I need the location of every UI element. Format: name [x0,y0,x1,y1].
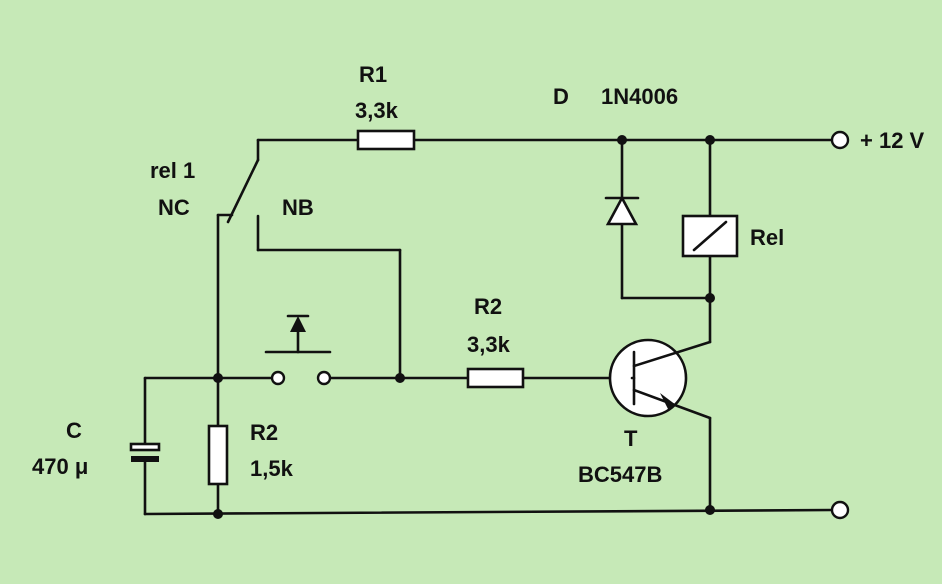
transistor-emitter-arrow [660,393,676,411]
junction-diode-top [617,135,627,145]
transistor-t [608,338,712,420]
junction-relay-bottom [705,293,715,303]
relay-coil [681,214,739,258]
label-diode-part: 1N4006 [601,84,678,109]
capacitor-plate-bottom [131,456,159,462]
diode-d [604,195,640,226]
label-relay-contact-name: rel 1 [150,158,195,183]
label-r2-base-name: R2 [474,294,502,319]
terminal-plus-12v [830,130,850,150]
relay-coil-box [681,214,739,258]
label-relay-contact-nc: NC [158,195,190,220]
junctions [213,135,715,519]
label-cap-name: C [66,418,82,443]
terminals [270,130,850,520]
diode-triangle [605,195,639,226]
capacitor-c [129,442,161,462]
pushbutton [264,314,332,354]
pushbutton-arrow [290,316,306,332]
junction-emitter-bottom [705,505,715,515]
relay-contact-lever [226,158,260,224]
resistor-r2-low [207,424,229,486]
label-r2-base-value: 3,3k [467,332,511,357]
capacitor-plate-top [129,442,161,452]
relay-coil-slash [692,220,728,252]
transistor-circle [608,338,688,418]
label-supply: + 12 V [860,128,925,153]
label-r1-name: R1 [359,62,387,87]
pushbutton-contact-left [270,370,286,386]
label-r2-low-name: R2 [250,420,278,445]
label-relay-contact-nb: NB [282,195,314,220]
resistor-r2-base [466,367,525,389]
transistor-collector [632,340,712,368]
wire-bottom-rail [143,508,834,516]
junction-nb-base [395,373,405,383]
terminal-ground [830,500,850,520]
resistor-r1 [356,129,416,151]
junction-left-bottom [213,509,223,519]
wires [143,138,834,516]
label-cap-value: 470 μ [32,454,88,479]
label-relay-coil: Rel [750,225,784,250]
label-r2-low-value: 1,5k [250,456,294,481]
label-transistor-part: BC547B [578,462,662,487]
pushbutton-contact-right [316,370,332,386]
label-transistor-name: T [624,426,638,451]
junction-left-mid [213,373,223,383]
junction-relay-top [705,135,715,145]
label-diode-name: D [553,84,569,109]
label-r1-value: 3,3k [355,98,399,123]
